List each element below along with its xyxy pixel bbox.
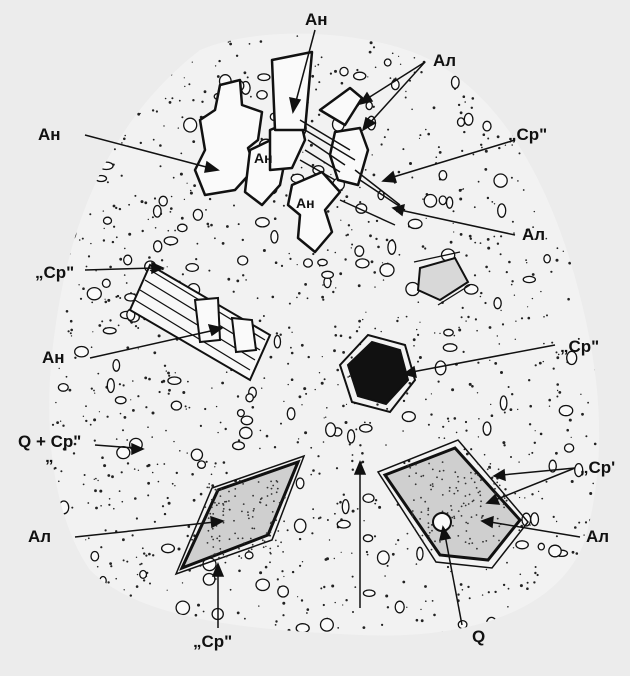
label-cp-mid-right: „Cp" [560, 337, 599, 356]
label-an-inner-1: Ан [254, 150, 273, 166]
label-an-left: Ан [38, 125, 61, 144]
label-an-mid-left: Ан [42, 348, 65, 367]
label-cp-left: „Cp" [35, 263, 74, 282]
label-cp-right-top: „Cp" [508, 125, 547, 144]
label-an-inner-2: Ан [296, 195, 315, 211]
label-q-cp-open: „ [45, 447, 54, 466]
label-cp-bottom: „Cp" [193, 632, 232, 651]
label-al-right: Ал [522, 225, 545, 244]
label-an-top: Ан [305, 10, 328, 29]
label-al-bottom-right: Ал [586, 527, 609, 546]
an-inclusion-2 [232, 318, 256, 352]
label-al-bottom-left: Ал [28, 527, 51, 546]
label-q-bottom: Q [472, 627, 485, 646]
label-cp-lower-right: „Cp' [580, 458, 615, 477]
rock-matrix [39, 24, 611, 646]
label-al-top: Ал [433, 51, 456, 70]
an-inclusion-1 [195, 298, 220, 342]
